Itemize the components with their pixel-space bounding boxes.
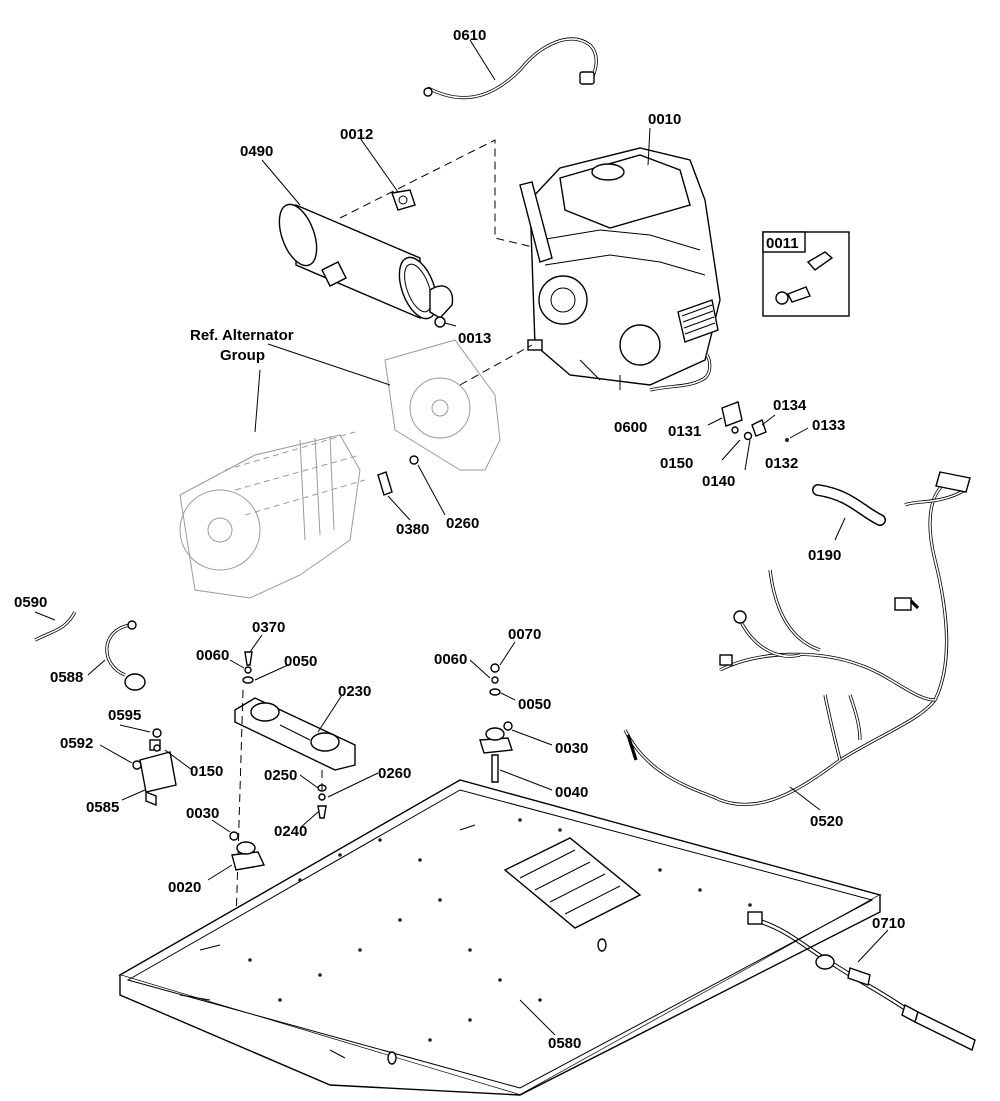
label-0585: 0585 — [86, 799, 119, 816]
label-0011: 0011 — [766, 235, 799, 252]
part-0490-muffler[interactable] — [272, 199, 454, 323]
part-0260-washer-b[interactable] — [318, 793, 326, 801]
part-0012-gasket[interactable] — [391, 189, 416, 211]
label-ref-alternator: Ref. Alternator — [190, 327, 294, 344]
label-0595: 0595 — [108, 707, 141, 724]
part-0011-kit-inset[interactable] — [762, 231, 850, 317]
label-0520: 0520 — [810, 813, 843, 830]
label-0600: 0600 — [614, 419, 647, 436]
part-0060-nut-a[interactable] — [244, 666, 252, 674]
part-0590-wire[interactable] — [34, 611, 77, 642]
part-0520-main-harness[interactable] — [623, 471, 971, 806]
label-0592: 0592 — [60, 735, 93, 752]
label-0131: 0131 — [668, 423, 701, 440]
part-0132-clip[interactable] — [751, 419, 767, 437]
part-0580-base-plate[interactable] — [118, 779, 882, 1096]
label-0060-left: 0060 — [196, 647, 229, 664]
part-0013-screw[interactable] — [434, 316, 457, 328]
label-0012: 0012 — [340, 126, 373, 143]
part-0131-bracket[interactable] — [721, 401, 743, 427]
label-0190: 0190 — [808, 547, 841, 564]
part-0588-wire[interactable] — [105, 620, 146, 691]
part-0030-screw-a[interactable] — [229, 831, 239, 841]
part-0260-washer[interactable] — [409, 455, 419, 465]
label-0370: 0370 — [252, 619, 285, 636]
label-0070: 0070 — [508, 626, 541, 643]
part-0133-screw[interactable] — [785, 438, 789, 442]
part-0190-hose[interactable] — [812, 484, 886, 526]
label-0588: 0588 — [50, 669, 83, 686]
label-0710: 0710 — [872, 915, 905, 932]
label-0380: 0380 — [396, 521, 429, 538]
label-0610: 0610 — [453, 27, 486, 44]
part-0710-sensor[interactable] — [747, 911, 976, 1051]
part-0230-bracket[interactable] — [234, 697, 356, 771]
part-0592-screw[interactable] — [132, 760, 142, 770]
part-0050-washer-a[interactable] — [242, 676, 254, 684]
label-0260-lower: 0260 — [378, 765, 411, 782]
label-0040: 0040 — [555, 784, 588, 801]
label-0240: 0240 — [274, 823, 307, 840]
part-0600-cable[interactable] — [649, 354, 712, 392]
part-0585-switch[interactable] — [139, 739, 177, 807]
label-0013: 0013 — [458, 330, 491, 347]
part-0150-washer-a[interactable] — [731, 426, 739, 434]
label-0020: 0020 — [168, 879, 201, 896]
label-0580: 0580 — [548, 1035, 581, 1052]
part-0150-washer-b[interactable] — [153, 744, 161, 752]
alternator-group-reference — [179, 339, 501, 599]
part-0370-screw[interactable] — [244, 651, 253, 666]
label-0133: 0133 — [812, 417, 845, 434]
label-0134: 0134 — [773, 397, 807, 414]
label-0140: 0140 — [702, 473, 735, 490]
part-0040-bolt[interactable] — [491, 754, 499, 783]
part-0240-screw[interactable] — [317, 805, 327, 819]
label-0260-upper: 0260 — [446, 515, 479, 532]
label-0030-left: 0030 — [186, 805, 219, 822]
part-0050-washer-b[interactable] — [489, 688, 501, 696]
label-0230: 0230 — [338, 683, 371, 700]
label-0490: 0490 — [240, 143, 273, 160]
label-0590: 0590 — [14, 594, 47, 611]
label-0132: 0132 — [765, 455, 798, 472]
label-0030-right: 0030 — [555, 740, 588, 757]
part-0070-nut[interactable] — [490, 663, 500, 673]
label-0050-left: 0050 — [284, 653, 317, 670]
part-0060-nut-b[interactable] — [491, 676, 499, 684]
part-0610-harness[interactable] — [423, 37, 598, 100]
label-0060-right: 0060 — [434, 651, 467, 668]
label-ref-alternator-group: Group — [220, 347, 265, 364]
part-0380-bolt[interactable] — [377, 471, 393, 496]
part-0140-screw[interactable] — [743, 431, 753, 441]
part-0030-mount-b[interactable] — [479, 721, 513, 754]
label-0150-upper: 0150 — [660, 455, 693, 472]
part-0010-engine[interactable] — [519, 147, 721, 390]
label-0010: 0010 — [648, 111, 681, 128]
part-0595-screw[interactable] — [152, 728, 162, 738]
label-0050-right: 0050 — [518, 696, 551, 713]
label-0150-lower: 0150 — [190, 763, 223, 780]
part-0020-mount[interactable] — [231, 841, 266, 871]
label-0250: 0250 — [264, 767, 297, 784]
